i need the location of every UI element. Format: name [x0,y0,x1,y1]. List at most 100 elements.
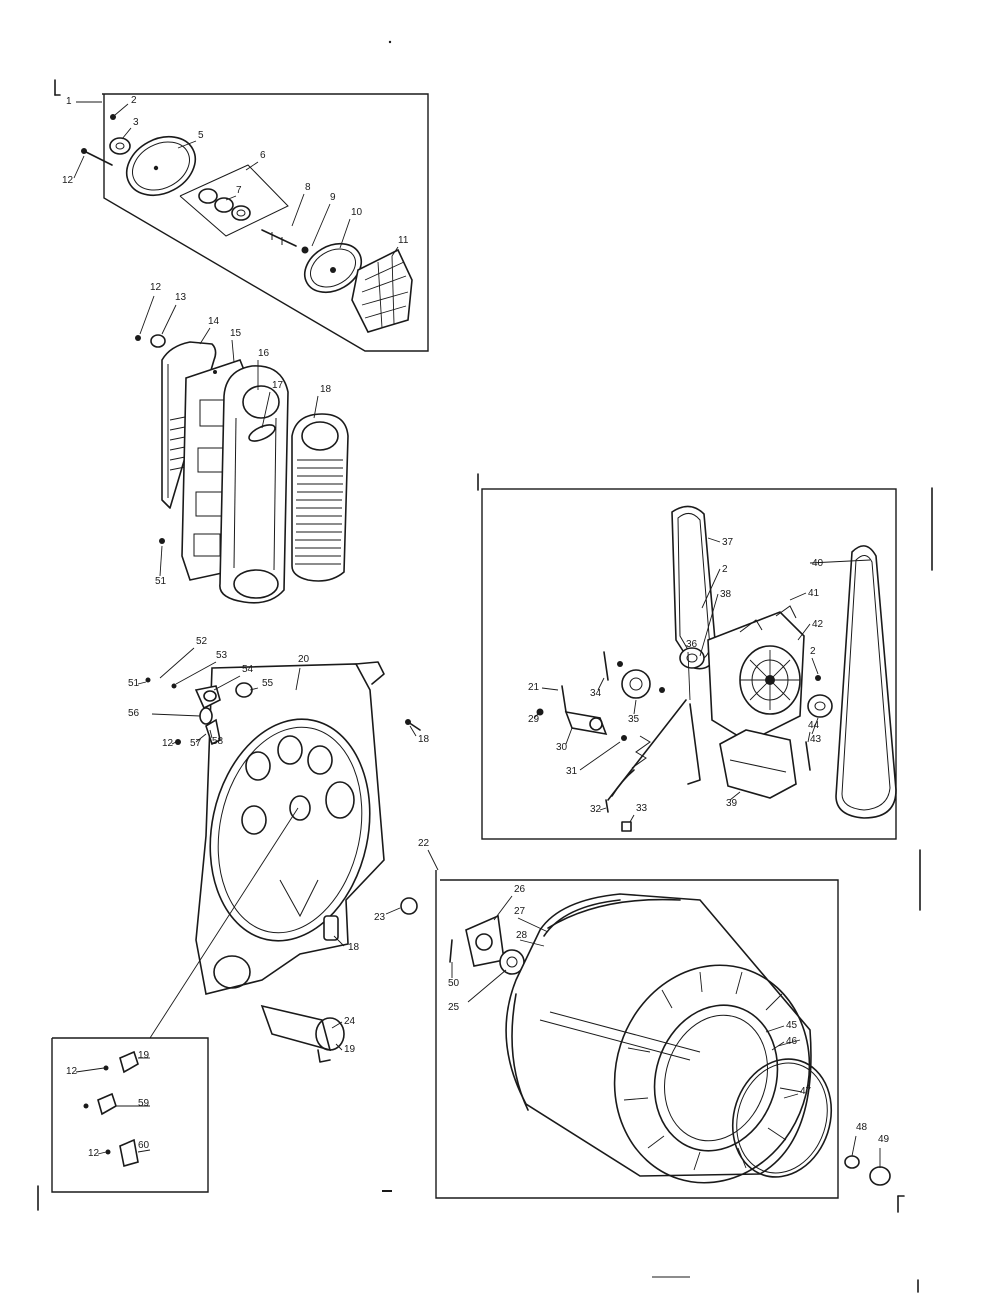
part-number-label: 18 [348,942,360,953]
part-number-label: 47 [800,1086,812,1097]
label-leader-line [161,304,177,335]
hinge-part-19 [119,1050,139,1074]
part-number-label: 19 [138,1050,150,1061]
label-leader-line [333,935,345,947]
motor-assembly-frame [481,488,897,840]
screw-part-51 [145,677,151,683]
detail-inset [37,1037,209,1211]
part-number-label: 32 [590,804,602,815]
bulkhead-assembly [145,661,421,1063]
drum-assembly [435,849,921,1213]
part-number-label: 13 [175,292,187,303]
part-number-label: 48 [856,1122,868,1133]
label-leader-line [209,729,213,739]
part-number-label: 22 [418,838,430,849]
drum-assembly-frame [435,870,839,1199]
label-leader-line [533,713,539,719]
idler-wheel-part-35 [621,669,651,699]
part-number-label: 12 [150,282,162,293]
part-number-label: 42 [812,619,824,630]
label-leader-line [291,193,305,227]
label-leader-line [493,895,513,921]
part-number-label: 26 [514,884,526,895]
label-leader-line [597,677,605,691]
washer-part-53 [171,683,177,689]
label-leader-line [213,675,241,691]
part-number-label: 23 [374,912,386,923]
blower-belt-part-40 [835,545,897,819]
part-number-label: 40 [812,558,824,569]
part-number-label: 28 [516,930,528,941]
washer-part-48 [844,1155,860,1169]
label-leader-line [175,661,217,685]
part-number-label: 33 [636,803,648,814]
part-number-label: 12 [62,175,74,186]
label-leader-line [629,814,635,823]
shaft-part-8 [261,229,297,247]
part-number-label: 53 [216,650,228,661]
label-leader-line [811,717,819,735]
screw-part-12 [135,335,141,341]
part-number-label: 49 [878,1134,890,1145]
screw-part-50 [449,939,453,963]
part-number-label: 36 [686,639,698,650]
label-leader-line [171,741,177,745]
label-leader-line [335,1043,343,1051]
label-leader-line [137,1149,151,1153]
label-leader-line [701,568,721,609]
label-leader-line [809,559,871,564]
label-leader-line [765,1025,785,1033]
motor-pulley-part-43 [807,694,833,718]
part-number-label: 16 [258,348,270,359]
duct-assembly [135,334,349,604]
detail-inset-frame [51,1037,209,1193]
part-number-label: 51 [128,678,140,689]
lint-screen-part-18 [291,413,349,582]
label-leader-line [313,395,319,419]
label-leader-line [177,140,197,149]
label-leader-line [427,849,439,871]
part-number-label: 52 [196,636,208,647]
part-number-label: 45 [786,1020,798,1031]
screw-part-51 [159,538,165,544]
label-leader-line [599,807,607,811]
label-leader-line [707,537,721,543]
label-leader-line [385,907,401,915]
roller-part-23 [400,897,418,915]
part-number-label: 29 [528,714,540,725]
part-number-label: 12 [162,738,174,749]
part-number-label: 14 [208,316,220,327]
idler-arm-part-36 [607,699,701,801]
idler-pulley-part-38 [679,647,705,669]
page-mark [382,1190,392,1192]
part-number-label: 10 [351,207,363,218]
label-leader-line [75,1067,105,1073]
part-number-label: 20 [298,654,310,665]
label-leader-line [121,127,132,140]
part-number-label: 37 [722,537,734,548]
part-number-label: 54 [242,664,254,675]
hinge-part-59 [97,1092,117,1116]
motor-clip-part-41 [775,605,797,619]
label-leader-line [97,1151,107,1155]
part-number-label: 51 [155,576,167,587]
part-number-label: 56 [128,708,140,719]
part-number-label: 55 [262,678,274,689]
blower-assembly-frame [102,93,429,352]
nut-part-2 [110,114,116,120]
part-number-label: 25 [448,1002,460,1013]
part-number-label: 15 [230,328,242,339]
bracket-part-18 [323,915,339,941]
part-number-label: 19 [344,1044,356,1055]
hinge-part-60 [119,1138,139,1168]
label-leader-line [159,545,163,577]
front-seal-part-47 [731,1058,833,1178]
label-leader-line [159,647,195,679]
rear-seal-part-28 [511,993,529,1111]
label-leader-line [783,1093,799,1099]
screw-part-32 [605,799,609,813]
part-number-label: 12 [66,1066,78,1077]
